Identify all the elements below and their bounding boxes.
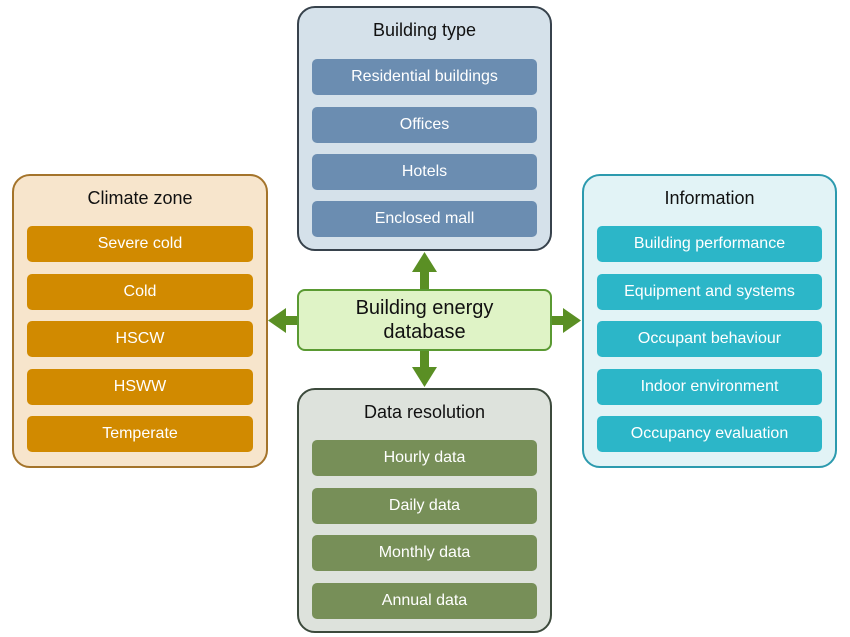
data-resolution-item: Hourly data [312, 440, 537, 476]
building-type-item: Offices [312, 107, 537, 143]
climate-zone-item: Severe cold [27, 226, 253, 262]
information-item: Occupancy evaluation [597, 416, 822, 452]
arrow-right-shaft [551, 316, 567, 325]
arrow-up-shaft [420, 268, 429, 290]
information-panel: Information Building performance Equipme… [582, 174, 837, 468]
building-type-panel: Building type Residential buildings Offi… [297, 6, 552, 251]
arrow-down-shaft [420, 350, 429, 370]
arrow-left-shaft [282, 316, 298, 325]
climate-zone-item: Temperate [27, 416, 253, 452]
center-title-line-1: Building energy [355, 297, 494, 319]
arrow-right-head [563, 308, 581, 333]
data-resolution-item: Annual data [312, 583, 537, 619]
information-item: Equipment and systems [597, 274, 822, 310]
information-item: Building performance [597, 226, 822, 262]
data-resolution-title: Data resolution [363, 402, 486, 422]
data-resolution-panel: Data resolution Hourly data Daily data M… [297, 388, 552, 633]
information-title: Information [664, 188, 755, 208]
climate-zone-item: HSCW [27, 321, 253, 357]
arrow-down-head [412, 367, 437, 387]
center-title-line-2: database [383, 321, 466, 343]
data-resolution-item: Daily data [312, 488, 537, 524]
information-item: Occupant behaviour [597, 321, 822, 357]
climate-zone-item: HSWW [27, 369, 253, 405]
climate-zone-item: Cold [27, 274, 253, 310]
information-item: Indoor environment [597, 369, 822, 405]
climate-zone-panel: Climate zone Severe cold Cold HSCW HSWW … [12, 174, 268, 468]
center-database-box: Building energy database [297, 289, 552, 351]
arrow-left-head [268, 308, 286, 333]
building-type-item: Enclosed mall [312, 201, 537, 237]
building-type-title: Building type [372, 20, 477, 40]
building-type-item: Hotels [312, 154, 537, 190]
climate-zone-title: Climate zone [87, 188, 193, 208]
arrow-up-head [412, 252, 437, 272]
data-resolution-item: Monthly data [312, 535, 537, 571]
building-type-item: Residential buildings [312, 59, 537, 95]
